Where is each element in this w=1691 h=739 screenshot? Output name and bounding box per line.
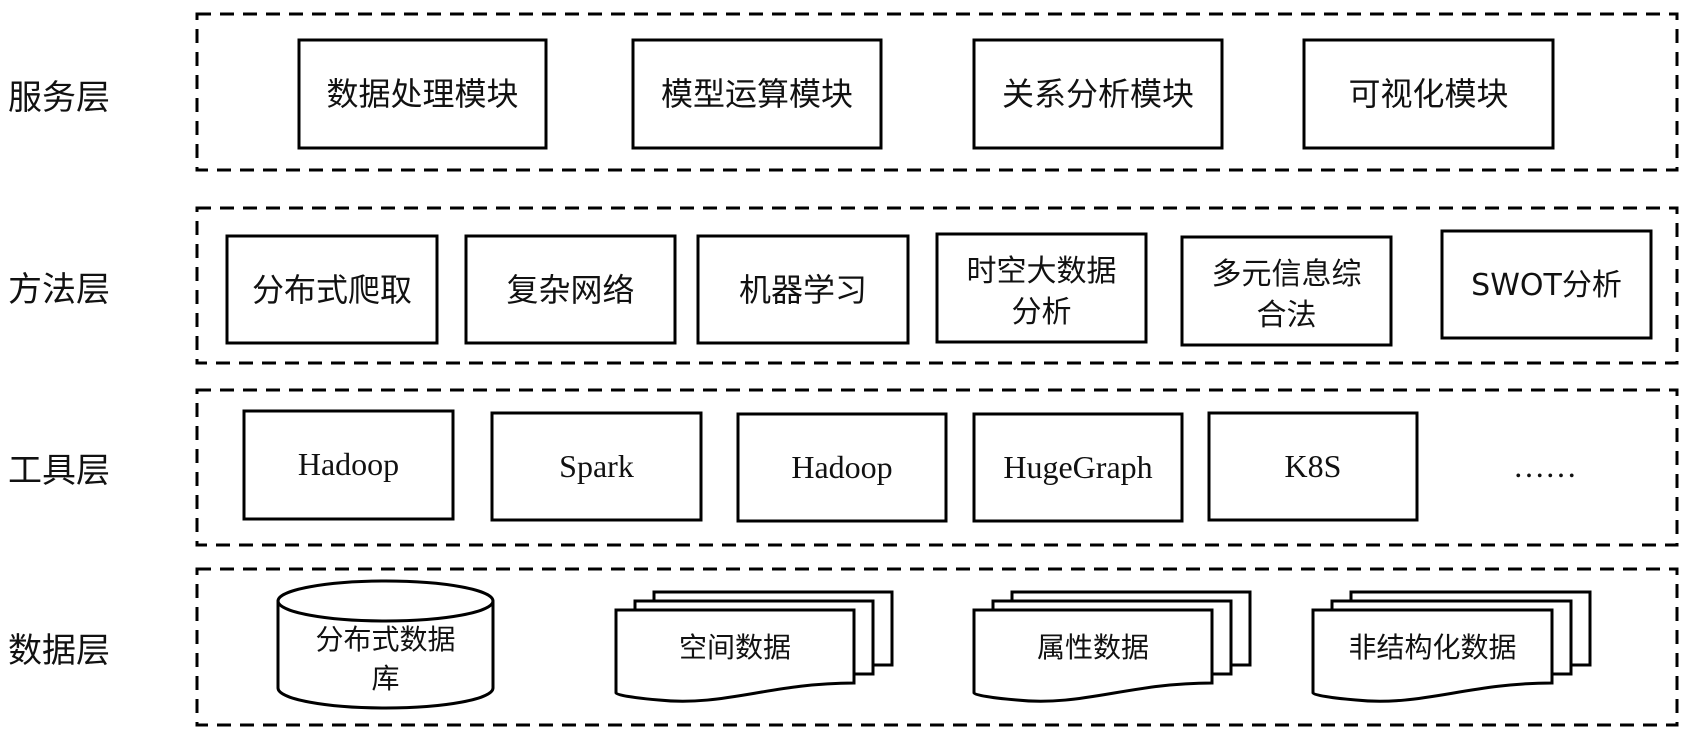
- method-box: [935, 232, 1148, 344]
- method-label-line-2: 分析: [1012, 295, 1072, 330]
- layer-container-data: [195, 567, 1679, 727]
- module-visualization: 可视化模块: [1302, 38, 1555, 150]
- cylinder-top: [276, 579, 495, 623]
- tool-box: [736, 412, 948, 523]
- layer-container-tool: [195, 388, 1679, 547]
- document-front-sheet: [1311, 608, 1554, 703]
- data-label-line-2: 库: [371, 662, 399, 695]
- tool-label: Hadoop: [298, 446, 399, 482]
- data-documents: 空间数据 属性数据 非结构化数据: [614, 590, 1592, 703]
- data-unstructured: 非结构化数据: [1311, 590, 1592, 703]
- tool-label: Hadoop: [791, 449, 892, 485]
- tool-k8s: K8S: [1207, 411, 1419, 522]
- tool-box: [972, 412, 1184, 523]
- layer-container-service: [195, 12, 1679, 172]
- document-front-sheet: [972, 608, 1214, 703]
- method-multi-source-synthesis: 多元信息综 合法: [1180, 235, 1393, 347]
- tool-label: K8S: [1285, 448, 1342, 484]
- module-box: [631, 38, 883, 150]
- data-label-line-1: 分布式数据: [315, 623, 455, 656]
- method-label: 机器学习: [739, 271, 867, 309]
- tool-spark: Spark: [490, 411, 703, 522]
- data-attribute: 属性数据: [972, 590, 1252, 703]
- layer-service: 服务层 数据处理模块 模型运算模块 关系分析模块 可视化模块: [8, 12, 1679, 172]
- data-distributed-database: 分布式数据 库: [276, 579, 495, 710]
- layer-tool: 工具层 Hadoop Spark Hadoop HugeGraph K8S ……: [8, 388, 1679, 547]
- tool-ellipsis: ……: [1513, 448, 1577, 484]
- method-box: [464, 234, 677, 345]
- method-label-line-1: 多元信息综: [1212, 257, 1362, 292]
- tool-label: HugeGraph: [1003, 449, 1152, 485]
- method-label: SWOT分析: [1471, 268, 1622, 303]
- tool-box: [242, 409, 455, 521]
- method-label: 分布式爬取: [252, 271, 412, 309]
- tool-hugegraph: HugeGraph: [972, 412, 1184, 523]
- tool-box: [490, 411, 703, 522]
- module-box: [972, 38, 1224, 150]
- layer-method: 方法层 分布式爬取 复杂网络 机器学习 时空大数据 分析 多元信息综 合法 SW…: [8, 206, 1679, 365]
- cylinder-body: [276, 601, 495, 710]
- method-box: [225, 234, 439, 345]
- module-relation-analysis: 关系分析模块: [972, 38, 1224, 150]
- data-spatial: 空间数据: [614, 590, 894, 703]
- document-label: 空间数据: [679, 631, 791, 664]
- method-label-line-2: 合法: [1257, 298, 1317, 333]
- module-label: 关系分析模块: [1002, 75, 1194, 113]
- layer-label-method: 方法层: [8, 270, 110, 310]
- method-swot-analysis: SWOT分析: [1440, 229, 1653, 340]
- method-machine-learning: 机器学习: [696, 234, 910, 345]
- module-label: 模型运算模块: [661, 75, 853, 113]
- layer-label-data: 数据层: [8, 631, 110, 671]
- module-box: [297, 38, 548, 150]
- layer-container-method: [195, 206, 1679, 365]
- tool-hadoop-2: Hadoop: [736, 412, 948, 523]
- method-complex-network: 复杂网络: [464, 234, 677, 345]
- document-front-sheet: [614, 608, 856, 703]
- method-box: [1180, 235, 1393, 347]
- document-label: 属性数据: [1037, 631, 1149, 664]
- module-box: [1302, 38, 1555, 150]
- method-distributed-crawling: 分布式爬取: [225, 234, 439, 345]
- module-label: 数据处理模块: [326, 75, 518, 113]
- layer-data: 数据层 分布式数据 库 空间数据 属性数据 非结构化数据: [8, 567, 1679, 727]
- module-label: 可视化模块: [1348, 75, 1508, 113]
- layer-label-tool: 工具层: [8, 451, 110, 491]
- document-label: 非结构化数据: [1348, 631, 1516, 664]
- layer-label-service: 服务层: [8, 78, 110, 118]
- method-box: [1440, 229, 1653, 340]
- tool-label: Spark: [559, 448, 634, 484]
- method-label: 复杂网络: [506, 271, 634, 309]
- module-data-processing: 数据处理模块: [297, 38, 548, 150]
- module-model-computation: 模型运算模块: [631, 38, 883, 150]
- tool-box: [1207, 411, 1419, 522]
- tool-hadoop: Hadoop: [242, 409, 455, 521]
- method-label-line-1: 时空大数据: [967, 254, 1117, 289]
- method-spatiotemporal-big-data-analysis: 时空大数据 分析: [935, 232, 1148, 344]
- method-box: [696, 234, 910, 345]
